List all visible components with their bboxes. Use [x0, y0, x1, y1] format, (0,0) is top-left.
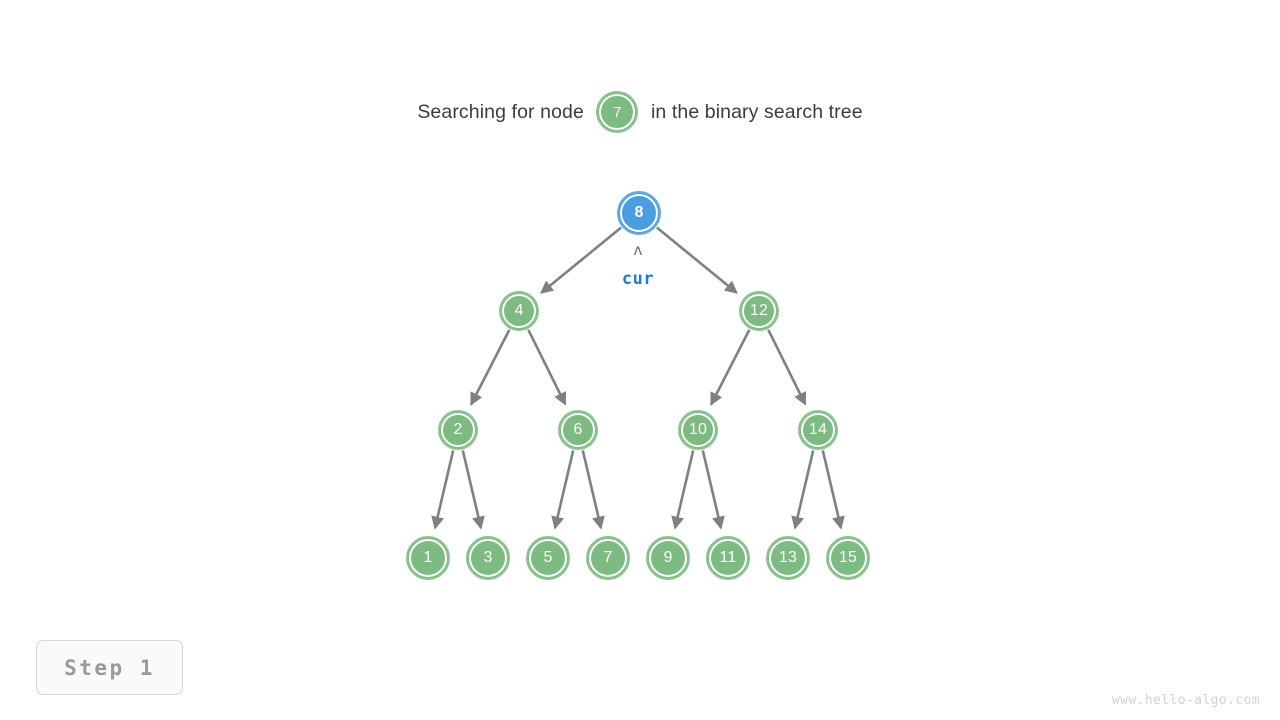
tree-edge-8-to-12 [655, 226, 738, 294]
node-ring-inner [620, 194, 658, 232]
node-value: 2 [453, 421, 463, 438]
tree-edge-4-to-6 [527, 329, 567, 406]
title-target-node-badge: 7 [596, 91, 639, 133]
cur-pointer-label: cur [621, 269, 655, 289]
tree-node-5: 5 [526, 536, 570, 580]
node-ring-inner [829, 539, 867, 577]
step-badge: Step 1 [36, 640, 183, 695]
tree-node-14: 14 [798, 410, 838, 450]
title-suffix: in the binary search tree [645, 100, 863, 123]
node-value: 7 [603, 549, 613, 566]
watermark: www.hello-algo.com [1111, 693, 1260, 708]
node-ring-inner [742, 294, 776, 328]
node-ring-inner [469, 539, 507, 577]
step-label: Step 1 [64, 655, 155, 680]
node-value: 10 [688, 421, 708, 438]
node-value: 7 [613, 103, 622, 121]
node-value: 12 [749, 302, 769, 319]
node-value: 4 [514, 302, 524, 319]
node-ring-inner [649, 539, 687, 577]
node-ring-inner [681, 413, 715, 447]
node-value: 5 [543, 549, 553, 566]
node-value: 3 [483, 549, 493, 566]
tree-edge-4-to-2 [470, 329, 511, 406]
title-prefix: Searching for node [417, 100, 590, 123]
tree-edge-8-to-4 [540, 226, 623, 294]
node-value: 6 [573, 421, 583, 438]
node-ring-inner [769, 539, 807, 577]
tree-edge-10-to-9 [671, 450, 695, 530]
page-title: Searching for node 7 in the binary searc… [0, 90, 1280, 134]
tree-edge-12-to-10 [710, 329, 751, 406]
tree-node-7: 7 [586, 536, 630, 580]
tree-edge-14-to-15 [821, 450, 845, 530]
node-ring-inner [599, 94, 636, 130]
tree-edges [431, 226, 845, 530]
tree-node-15: 15 [826, 536, 870, 580]
node-ring-inner [529, 539, 567, 577]
tree-node-12: 12 [739, 291, 779, 331]
node-ring-inner [589, 539, 627, 577]
node-value: 9 [663, 549, 673, 566]
cur-pointer: ʌ cur [578, 241, 698, 290]
tree-edge-2-to-1 [431, 450, 455, 530]
tree-edge-6-to-5 [551, 450, 575, 530]
node-value: 11 [719, 549, 737, 566]
node-value: 8 [634, 204, 644, 221]
tree-node-4: 4 [499, 291, 539, 331]
tree-node-8: 8 [617, 191, 661, 235]
tree-edge-10-to-11 [701, 450, 725, 530]
tree-edge-14-to-13 [791, 450, 815, 530]
tree-edge-2-to-3 [461, 450, 485, 530]
node-ring-inner [801, 413, 835, 447]
node-ring-inner [409, 539, 447, 577]
cur-caret-icon: ʌ [633, 241, 643, 259]
node-ring-inner [502, 294, 536, 328]
node-ring-inner [561, 413, 595, 447]
tree-node-9: 9 [646, 536, 690, 580]
node-ring-inner [709, 539, 747, 577]
tree-node-11: 11 [706, 536, 750, 580]
node-ring-inner [441, 413, 475, 447]
node-value: 1 [423, 549, 433, 566]
node-value: 14 [808, 421, 828, 438]
tree-node-13: 13 [766, 536, 810, 580]
tree-node-2: 2 [438, 410, 478, 450]
tree-edge-6-to-7 [581, 450, 605, 530]
tree-node-10: 10 [678, 410, 718, 450]
tree-node-1: 1 [406, 536, 450, 580]
tree-node-6: 6 [558, 410, 598, 450]
node-value: 13 [778, 549, 798, 566]
tree-node-3: 3 [466, 536, 510, 580]
tree-edge-12-to-14 [767, 329, 807, 406]
node-value: 15 [838, 549, 858, 566]
